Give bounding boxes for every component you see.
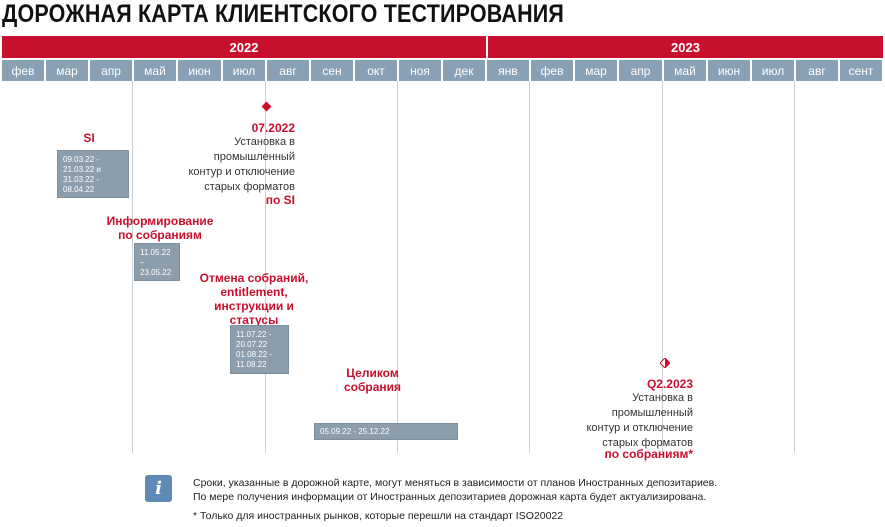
month-cell: июн [708,60,750,81]
month-cell: сент [840,60,882,81]
phase-full-dates-box: 05.09.22 - 25.12.22 [314,423,458,440]
grid-line [794,81,795,453]
grid-line [265,81,266,453]
year-2022-bar: 2022 [2,36,486,58]
month-cell: фев [2,60,44,81]
phase-inform-title-line: Информирование [106,214,214,228]
milestone-1-tail: по SI [265,193,295,207]
phase-inform-dates-box: 11.05.22 – 23.05.22 [134,243,180,281]
milestone-diamond-icon [261,101,272,112]
month-cell: авг [267,60,309,81]
month-cell: июн [178,60,221,81]
footnote: * Только для иностранных рынков, которые… [193,510,564,522]
month-cell: дек [443,60,485,81]
milestone-2-line: Установка в [632,392,693,404]
info-icon: i [145,475,172,502]
phase-cancel-title-line: инструкции и [214,299,294,313]
grid-line [397,81,398,453]
year-2023-bar: 2023 [488,36,883,58]
milestone-2-tail: по собраниям* [604,447,693,461]
phase-full-title-line: Целиком [346,366,399,380]
milestone-2-description: Установка в промышленный контур и отключ… [586,391,693,451]
month-cell: сен [311,60,353,81]
month-cell: апр [90,60,132,81]
grid-line [132,81,133,453]
month-cell: мар [575,60,617,81]
milestone-1-date: 07.2022 [251,121,295,135]
month-cell: янв [487,60,529,81]
phase-si-dates-box: 09.03.22 - 21.03.22 и 31.03.22 - 08.04.2… [57,150,129,198]
year-2022-label: 2022 [229,39,259,55]
month-cell: май [134,60,176,81]
month-cell: апр [619,60,662,81]
phase-inform-title-line: по собраниям [118,228,202,242]
phase-full-title: Целиком собрания [330,366,415,394]
phase-cancel-title-line: статусы [229,313,279,327]
phase-si-title: SI [83,131,95,145]
milestone-1-line: Установка в [234,136,295,148]
info-note-line-2: По мере получения информации от Иностран… [193,491,707,503]
page-title: ДОРОЖНАЯ КАРТА КЛИЕНТСКОГО ТЕСТИРОВАНИЯ [2,0,565,28]
month-cell: мар [46,60,88,81]
month-cell: ноя [399,60,441,81]
month-cell: окт [355,60,397,81]
month-cell: фев [531,60,573,81]
milestone-2-line: старых форматов [602,437,693,449]
info-note-line-1: Сроки, указанные в дорожной карте, могут… [193,477,718,489]
year-2023-label: 2023 [671,39,700,55]
milestone-2-date: Q2.2023 [646,377,693,391]
phase-cancel-title-line: entitlement, [220,285,288,299]
month-cell: июл [752,60,794,81]
milestone-1-description: Установка в промышленный контур и отключ… [188,135,295,195]
month-cell: май [664,60,706,81]
milestone-2-line: промышленный [611,407,693,419]
grid-line [662,81,663,453]
phase-full-title-line: собрания [343,380,402,394]
phase-cancel-title-line: Отмена собраний, [199,271,309,285]
month-cell: июл [223,60,265,81]
milestone-1-line: старых форматов [204,181,295,193]
phase-cancel-dates-box: 11.07.22 - 20.07.22 01.08.22 - 11.08.22 [230,325,289,374]
milestone-1-line: промышленный [213,151,295,163]
milestone-half-diamond-icon [659,355,671,369]
month-cell: авг [796,60,838,81]
grid-line [529,81,530,453]
phase-inform-title: Информирование по собраниям [95,214,225,242]
phase-cancel-title: Отмена собраний, entitlement, инструкции… [195,271,313,327]
milestone-2-line: контур и отключение [586,422,693,434]
milestone-1-line: контур и отключение [188,166,295,178]
